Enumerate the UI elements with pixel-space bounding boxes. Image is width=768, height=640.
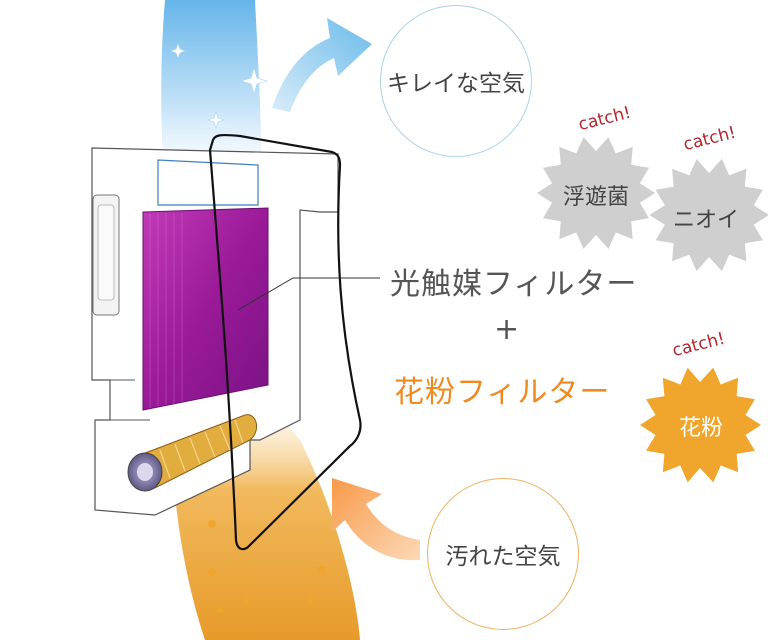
photocatalyst-filter-visual: [142, 207, 269, 411]
sparkle-icon: [170, 43, 186, 59]
odor-badge-shape: [649, 158, 768, 272]
floating-bacteria-text: 浮遊菌: [563, 185, 630, 210]
plus-sign: +: [494, 312, 520, 347]
pollen-filter-roll: [127, 414, 258, 492]
odor-text: ニオイ: [673, 208, 740, 233]
clean-air-label: キレイな空気: [380, 5, 532, 157]
dirty-air-arrow: [332, 478, 420, 561]
clean-air-text: キレイな空気: [387, 71, 525, 97]
photocatalyst-filter-label: 光触媒フィルター: [390, 267, 638, 302]
pollen-particles: [208, 520, 326, 613]
clean-air-arrow: [272, 18, 372, 112]
pollen-filter-label: 花粉フィルター: [394, 375, 611, 410]
front-panel-outline: [208, 133, 362, 551]
dirty-air-label: 汚れた空気: [427, 478, 579, 630]
dirty-air-text: 汚れた空気: [445, 544, 561, 570]
pollen-badge-shape: [640, 367, 761, 483]
sparkle-icon: [207, 111, 225, 129]
sparkle-icon: [239, 66, 269, 96]
pollen-text: 花粉: [679, 416, 724, 441]
floating-bacteria-badge-shape: [537, 137, 655, 249]
leader-line: [237, 277, 380, 311]
